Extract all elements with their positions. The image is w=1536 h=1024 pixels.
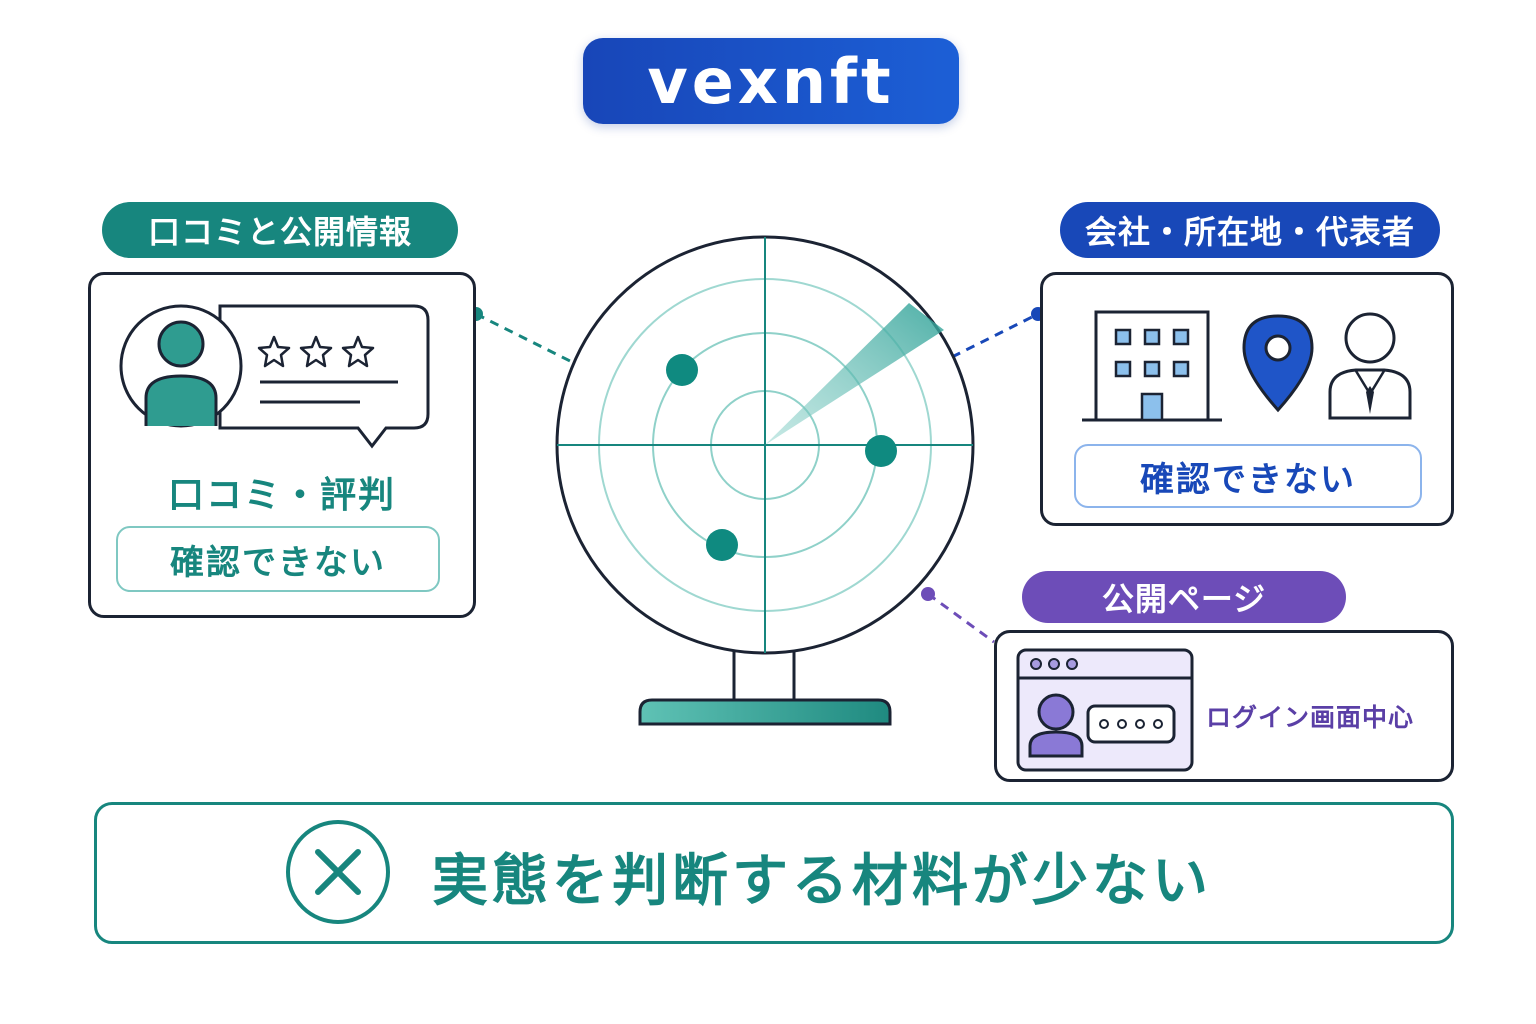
public-page-label: ログイン画面中心 xyxy=(1206,703,1415,732)
radar-icon xyxy=(555,235,975,655)
connector-right-bottom xyxy=(921,587,995,644)
reviews-label: 口コミ・評判 xyxy=(167,475,396,516)
company-status-box: 確認できない xyxy=(1074,444,1422,508)
reviews-status-text: 確認できない xyxy=(170,542,386,583)
connector-right-top xyxy=(951,307,1045,359)
radar-stand xyxy=(638,648,892,726)
connector-left xyxy=(469,307,573,364)
pill-public-page: 公開ページ xyxy=(1022,571,1346,623)
pill-company-address-rep-label: 会社・所在地・代表者 xyxy=(1084,213,1415,251)
pill-public-page-label: 公開ページ xyxy=(1101,580,1267,618)
conclusion-text: 実態を判断する材料が少ない xyxy=(432,848,1212,914)
pill-reviews-public-info-label: 口コミと公開情報 xyxy=(147,213,412,251)
pill-company-address-rep: 会社・所在地・代表者 xyxy=(1060,202,1440,258)
title-badge: vexnft xyxy=(583,38,959,124)
title-text: vexnft xyxy=(647,44,895,118)
pill-reviews-public-info: 口コミと公開情報 xyxy=(102,202,458,258)
company-status-text: 確認できない xyxy=(1140,459,1356,500)
reviews-status-box: 確認できない xyxy=(116,526,440,592)
